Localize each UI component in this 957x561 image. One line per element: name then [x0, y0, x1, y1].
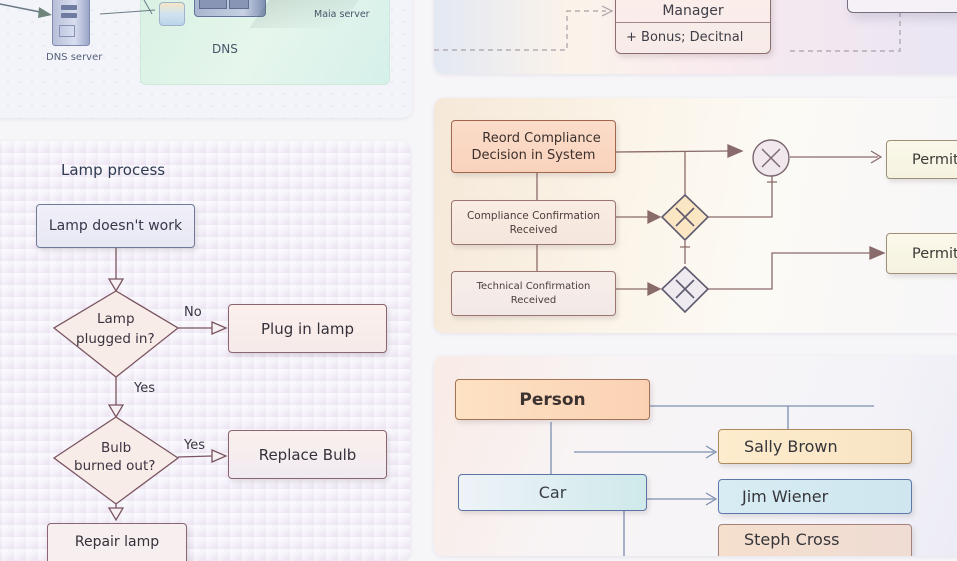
- event1-line2: Received: [509, 223, 558, 236]
- arrow-head-icon: [107, 278, 125, 293]
- arrow-head-icon: [107, 404, 125, 419]
- database-icon: [159, 2, 185, 26]
- flow-start-text: Lamp doesn't work: [48, 218, 183, 234]
- flow-start-node[interactable]: Lamp doesn't work: [36, 204, 195, 248]
- flowchart-connectors: [52, 248, 228, 522]
- decision1-line1: Lamp: [97, 311, 135, 327]
- org-child-sally-brown[interactable]: Sally Brown: [718, 429, 912, 464]
- task-line1: Reord Compliance: [482, 130, 601, 146]
- org-node-car[interactable]: Car: [458, 474, 647, 511]
- org-node-person[interactable]: Person: [455, 379, 650, 420]
- dns-label: DNS: [212, 42, 238, 56]
- bpmn-output-permit-1[interactable]: Permit: [886, 140, 957, 179]
- gateway-2: [660, 265, 710, 314]
- jim-wiener-text: Jim Wiener: [742, 487, 829, 506]
- uml-class-name: Manager: [662, 3, 724, 19]
- car-text: Car: [538, 483, 567, 502]
- network-connections: [0, 0, 156, 18]
- arrow-head-icon: [211, 449, 228, 463]
- person-text: Person: [519, 389, 586, 410]
- uml-attribute: + Bonus; Decitnal: [626, 30, 744, 45]
- steph-cross-text: Steph Cross: [744, 530, 840, 549]
- decision1-line2: plugged in?: [76, 331, 155, 347]
- dns-server-label: DNS server: [46, 52, 103, 63]
- arrow-head-icon: [705, 445, 718, 459]
- uml-class-partial[interactable]: [847, 0, 957, 13]
- org-connectors: [550, 405, 874, 556]
- flowchart-title: Lamp process: [61, 161, 166, 179]
- arrow-head-icon: [647, 281, 662, 297]
- bpmn-connectors: [536, 139, 886, 314]
- bpmn-task-record-compliance[interactable]: Reord Compliance Decision in System: [451, 120, 616, 173]
- dependency-arrow-icon: [601, 5, 614, 17]
- arrow-head-icon: [705, 492, 718, 506]
- arrow-head-icon: [211, 321, 228, 335]
- lamp-flowchart-panel: Lamp process Lamp doesn't work Lamp plug…: [0, 141, 410, 561]
- decision2-line1: Bulb: [101, 440, 132, 456]
- action-repair-lamp-text: Repair lamp: [74, 534, 160, 550]
- action-plug-in-lamp[interactable]: Plug in lamp: [228, 304, 387, 353]
- task-line2: Decision in System: [471, 147, 596, 163]
- dns-server-tower-icon: [52, 0, 90, 46]
- object-relationship-panel: Person Car Sally Brown Jim Wiener Steph …: [434, 356, 957, 556]
- arrow-head-icon: [727, 144, 744, 158]
- uml-connectors: [434, 5, 901, 52]
- permit-2-text: Permit: [912, 245, 957, 262]
- dns-server-rack-icon: [194, 0, 266, 17]
- gateway-merge: [752, 139, 790, 177]
- action-replace-bulb-text: Replace Bulb: [258, 445, 357, 464]
- uml-divider: [616, 22, 770, 23]
- yes-label-1: Yes: [134, 381, 155, 396]
- org-child-jim-wiener[interactable]: Jim Wiener: [718, 479, 912, 514]
- network-diagram-panel: DNS server DNS Maia server: [0, 0, 412, 118]
- decision2-line2: burned out?: [74, 458, 156, 474]
- no-label: No: [184, 305, 202, 320]
- action-repair-lamp[interactable]: Repair lamp: [47, 523, 187, 561]
- bpmn-output-permit-2[interactable]: Permit: [886, 233, 957, 274]
- org-child-steph-cross[interactable]: Steph Cross: [718, 524, 912, 556]
- arrow-head-icon: [869, 246, 886, 260]
- arrow-head-icon: [107, 507, 125, 522]
- yes-label-2: Yes: [184, 438, 205, 453]
- arrow-head-icon: [647, 209, 662, 225]
- event2-line2: Received: [510, 294, 557, 306]
- uml-class-diagram-panel: Manager + Bonus; Decitnal: [434, 0, 957, 74]
- arrow-head-icon: [38, 7, 52, 18]
- bpmn-process-panel: Reord Compliance Decision in System Comp…: [434, 98, 957, 333]
- sally-brown-text: Sally Brown: [744, 437, 838, 456]
- action-plug-in-text: Plug in lamp: [261, 319, 354, 338]
- bpmn-event-technical-confirmation[interactable]: Technical Confirmation Received: [451, 271, 616, 316]
- bpmn-event-compliance-confirmation[interactable]: Compliance Confirmation Received: [451, 200, 616, 245]
- permit-1-text: Permit: [912, 151, 957, 168]
- action-replace-bulb[interactable]: Replace Bulb: [228, 430, 387, 479]
- mail-server-label: Maia server: [314, 9, 370, 20]
- gateway-1: [660, 193, 710, 242]
- uml-class-manager[interactable]: Manager + Bonus; Decitnal: [615, 0, 771, 54]
- event2-line1: Technical Confirmation: [476, 280, 591, 292]
- event1-line1: Compliance Confirmation: [466, 209, 601, 222]
